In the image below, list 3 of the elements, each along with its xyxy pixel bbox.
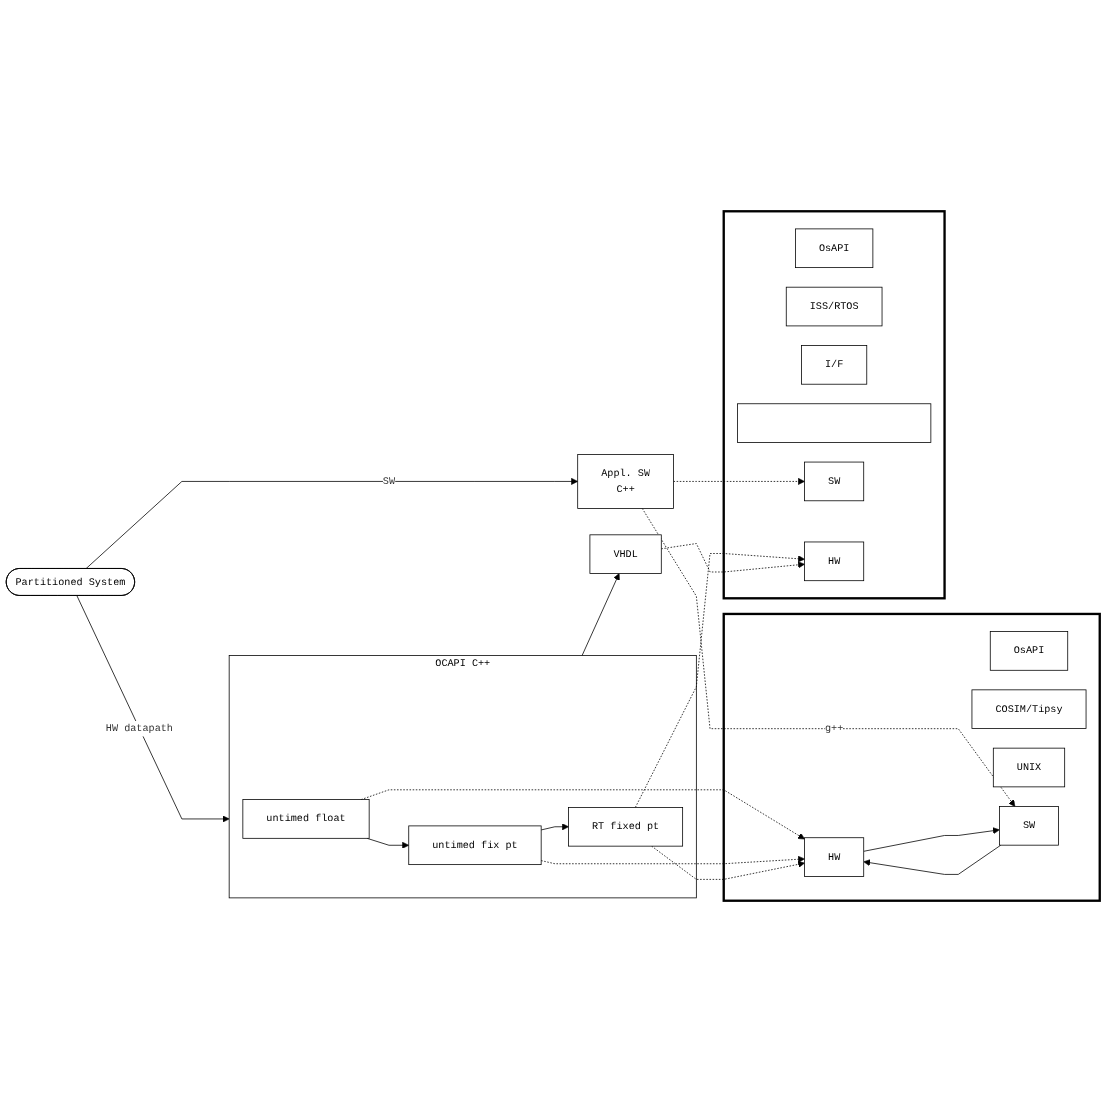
- cluster: [722, 612, 1101, 902]
- node-bar: [737, 403, 932, 443]
- cluster: [722, 210, 946, 600]
